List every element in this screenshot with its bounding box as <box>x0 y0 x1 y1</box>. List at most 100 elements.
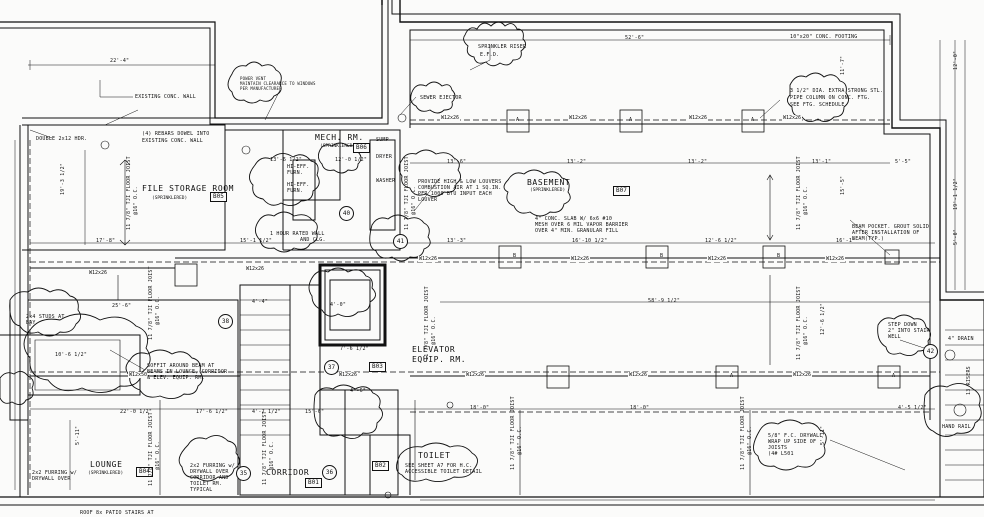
note-footing: 10"x20" CONC. FOOTING <box>790 34 858 40</box>
beam-label: W12x26 <box>568 115 589 121</box>
cloud-elevator <box>308 267 376 317</box>
joist-spacing: @16" O.C. <box>133 186 139 215</box>
note-step-down: STEP DOWN <box>888 322 917 328</box>
dimension-text: 4'-7 1/2" <box>252 409 281 415</box>
note-furring-5: CORRIDOR AND <box>190 475 229 481</box>
note-power-vent-3: PER MANUFACTURER <box>240 86 282 91</box>
note-sewer-ejector: SEWER EJECTOR <box>420 95 462 101</box>
beam-label: W12x26 <box>245 266 266 272</box>
label-furnace-2b: FURN. <box>287 188 304 194</box>
note-step-down-2: 2" INTO STAIR <box>888 328 930 334</box>
existing-wall-top-left <box>0 0 383 119</box>
dimension-text: 4'-6" <box>350 388 367 394</box>
column-mark: B <box>513 253 517 259</box>
dimension-text: 13'-1" <box>812 159 832 165</box>
note-soffit: SOFFIT AROUND BEAM AT <box>147 363 215 369</box>
dimension-text: 13'-3" <box>447 238 467 244</box>
dimension-text: 15'-5" <box>840 175 846 195</box>
note-beam-pocket-2: AFTER INSTALLATION OF <box>852 230 920 236</box>
cloud-power-vent <box>227 61 282 104</box>
room-tag-file-storage: B05 <box>210 192 227 202</box>
room-tag-mech: B06 <box>353 143 370 153</box>
note-rated-wall: 1 HOUR RATED WALL <box>270 231 325 237</box>
dimension-text: 19'-3 1/2" <box>60 162 66 195</box>
dimension-text: 5'-0" <box>953 228 959 245</box>
cloud-41 <box>369 214 431 262</box>
dimension-text: 18'-0" <box>470 405 490 411</box>
file-storage-wall <box>22 124 226 251</box>
dimension-text: 5'-11" <box>820 425 826 445</box>
note-drywall-2: WRAP UP SIDE OF <box>768 439 817 445</box>
joist-spacing: @16" O.C. <box>803 316 809 345</box>
dimension-text: 22'-4" <box>110 58 130 64</box>
room-name-file-storage: FILE STORAGE ROOM <box>142 184 235 193</box>
dimension-text: 4'-5 1/2" <box>898 405 927 411</box>
note-sprinkler-riser: SPRINKLER RISER <box>478 44 527 50</box>
note-column-2: PIPE COLUMN ON CONC. FTG. <box>790 95 871 101</box>
column-mark: A <box>892 373 896 379</box>
dimension-text: 17'-8" <box>96 238 116 244</box>
note-louvers-2: COMBUSTION AIR AT 1 SQ.IN. <box>418 185 502 191</box>
note-drywall-4: (4# L501 <box>768 451 794 457</box>
dimension-text: 12'-0" <box>953 50 959 70</box>
dimension-text: 5'-11" <box>75 425 81 445</box>
cloud-corridor-toilet <box>313 384 383 439</box>
detail-callout-40: 40 <box>339 206 354 221</box>
beam-label: W12x26 <box>338 372 359 378</box>
joist-note: 11 7/8" TJI FLOOR JOIST <box>424 286 430 360</box>
note-power-vent: POWER VENT <box>240 76 267 81</box>
column-mark: A <box>730 373 734 379</box>
dimension-text: 16'-1" <box>836 238 856 244</box>
dimension-text: 13'-2" <box>688 159 708 165</box>
room-note-file-storage: (SPRINKLERED) <box>152 196 188 201</box>
beam-label: W12x26 <box>688 115 709 121</box>
dimension-text: 4'-4" <box>252 299 269 305</box>
detail-callout-36: 36 <box>322 465 337 480</box>
room-name-lounge: LOUNGE <box>90 460 123 469</box>
column-mark: A <box>629 117 633 123</box>
note-louvers: PROVIDE HIGH & LOW LOUVERS <box>418 179 502 185</box>
label-furnace-1b: FURN. <box>287 170 304 176</box>
label-washer: WASHER <box>376 178 396 184</box>
joist-note: 11 7/8" TJI FLOOR JOIST <box>262 411 268 485</box>
cloud-sprinkler-riser <box>463 21 526 67</box>
note-column: 3 1/2" DIA. EXTRA STRONG STL. <box>790 88 884 94</box>
dimension-text: 15'-1 1/2" <box>240 238 273 244</box>
room-tag-lounge: B04 <box>136 467 153 477</box>
dimension-text: 17'-6 1/2" <box>196 409 229 415</box>
joist-note: 11 7/8" TJI FLOOR JOIST <box>510 396 516 470</box>
joist-note: 11 7/8" TJI FLOOR JOIST <box>796 156 802 230</box>
beam-label: W12x26 <box>418 256 439 262</box>
beam-label: W12x26 <box>465 372 486 378</box>
note-slab-3: OVER 4" MIN. GRANULAR FILL <box>535 228 619 234</box>
room-note-basement: (SPRINKLERED) <box>530 188 566 193</box>
dimension-text: 7'-6 1/2" <box>340 346 369 352</box>
note-rated-wall-2: AND CLG. <box>300 237 326 243</box>
note-column-3: SEE FTG. SCHEDULE <box>790 102 845 108</box>
joist-spacing: @16" O.C. <box>269 441 275 470</box>
note-power-vent-2: MAINTAIN CLEARANCE TO WINDOWS <box>240 81 316 86</box>
column-mark: B <box>660 253 664 259</box>
column-mark: B <box>777 253 781 259</box>
dimension-text: 12'-0 1/2" <box>335 157 368 163</box>
foundation-wall-east <box>381 0 984 301</box>
cloud-corridor <box>178 435 240 482</box>
note-rebars-2: EXISTING CONC. WALL <box>142 138 203 144</box>
note-drywall: 5/8" F.C. DRYWALL <box>768 433 823 439</box>
beam-label: W12x26 <box>825 256 846 262</box>
note-drain: 4" DRAIN <box>948 336 974 342</box>
room-name-elevator: ELEVATOR <box>412 345 456 354</box>
mech-room-walls <box>283 129 401 251</box>
room-note-lounge: (SPRINKLERED) <box>88 471 124 476</box>
dimension-text: 16'-10 1/2" <box>572 238 608 244</box>
room-name-corridor: CORRIDOR <box>266 468 310 477</box>
cloud-basement <box>503 169 571 217</box>
detail-callout-41: 41 <box>393 234 408 249</box>
detail-callout-42: 42 <box>923 344 938 359</box>
cloud-rated-wall <box>255 211 318 253</box>
dimension-text: 10'-6 1/2" <box>55 352 88 358</box>
stair-right <box>939 299 984 498</box>
note-slab-2: MESH OVER 6 MIL VAPOR BARRIER <box>535 222 629 228</box>
joist-spacing: @16" O.C. <box>747 426 753 455</box>
